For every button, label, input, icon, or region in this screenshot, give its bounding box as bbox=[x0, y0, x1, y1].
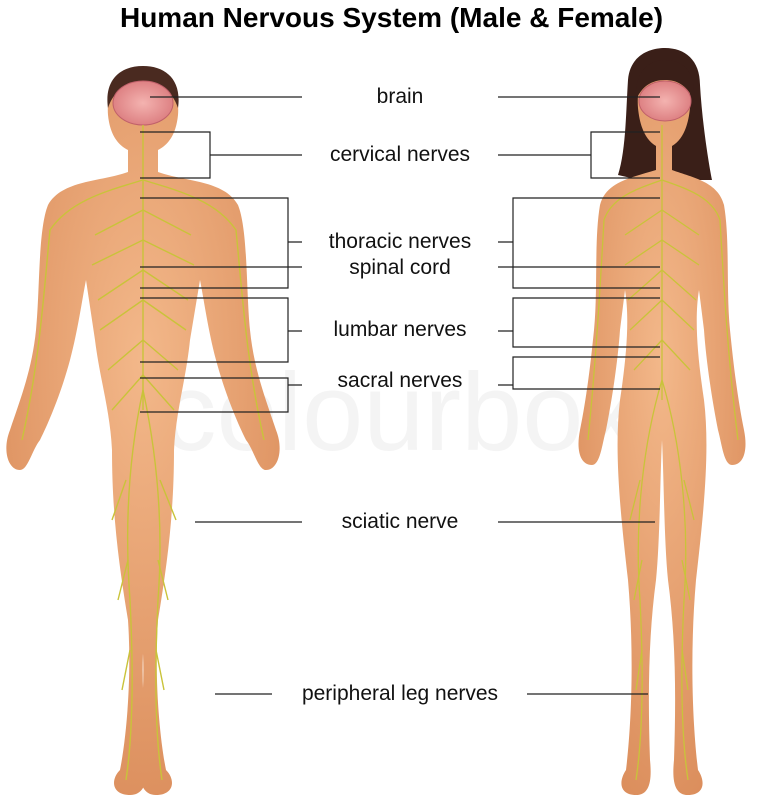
female-brain bbox=[638, 80, 692, 122]
label-thoracic-nerves: thoracic nerves bbox=[328, 230, 472, 253]
label-cervical-nerves: cervical nerves bbox=[329, 143, 471, 166]
male-figure bbox=[6, 66, 280, 795]
leader-lines-right bbox=[498, 96, 660, 695]
label-sacral-nerves: sacral nerves bbox=[337, 369, 463, 392]
label-peripheral-leg-nerves: peripheral leg nerves bbox=[301, 682, 499, 705]
page-title: Human Nervous System (Male & Female) bbox=[119, 2, 664, 33]
label-lumbar-nerves: lumbar nerves bbox=[333, 318, 467, 341]
female-nerves bbox=[587, 125, 739, 781]
label-sciatic-nerve: sciatic nerve bbox=[341, 510, 459, 533]
female-body bbox=[578, 70, 746, 795]
male-hair bbox=[107, 66, 179, 108]
label-brain: brain bbox=[376, 85, 424, 108]
leader-lines-left bbox=[140, 96, 302, 695]
female-figure bbox=[578, 48, 746, 795]
male-brain bbox=[112, 80, 174, 126]
male-body bbox=[6, 70, 280, 795]
label-spinal-cord: spinal cord bbox=[349, 256, 451, 279]
female-hair-front bbox=[635, 60, 695, 100]
